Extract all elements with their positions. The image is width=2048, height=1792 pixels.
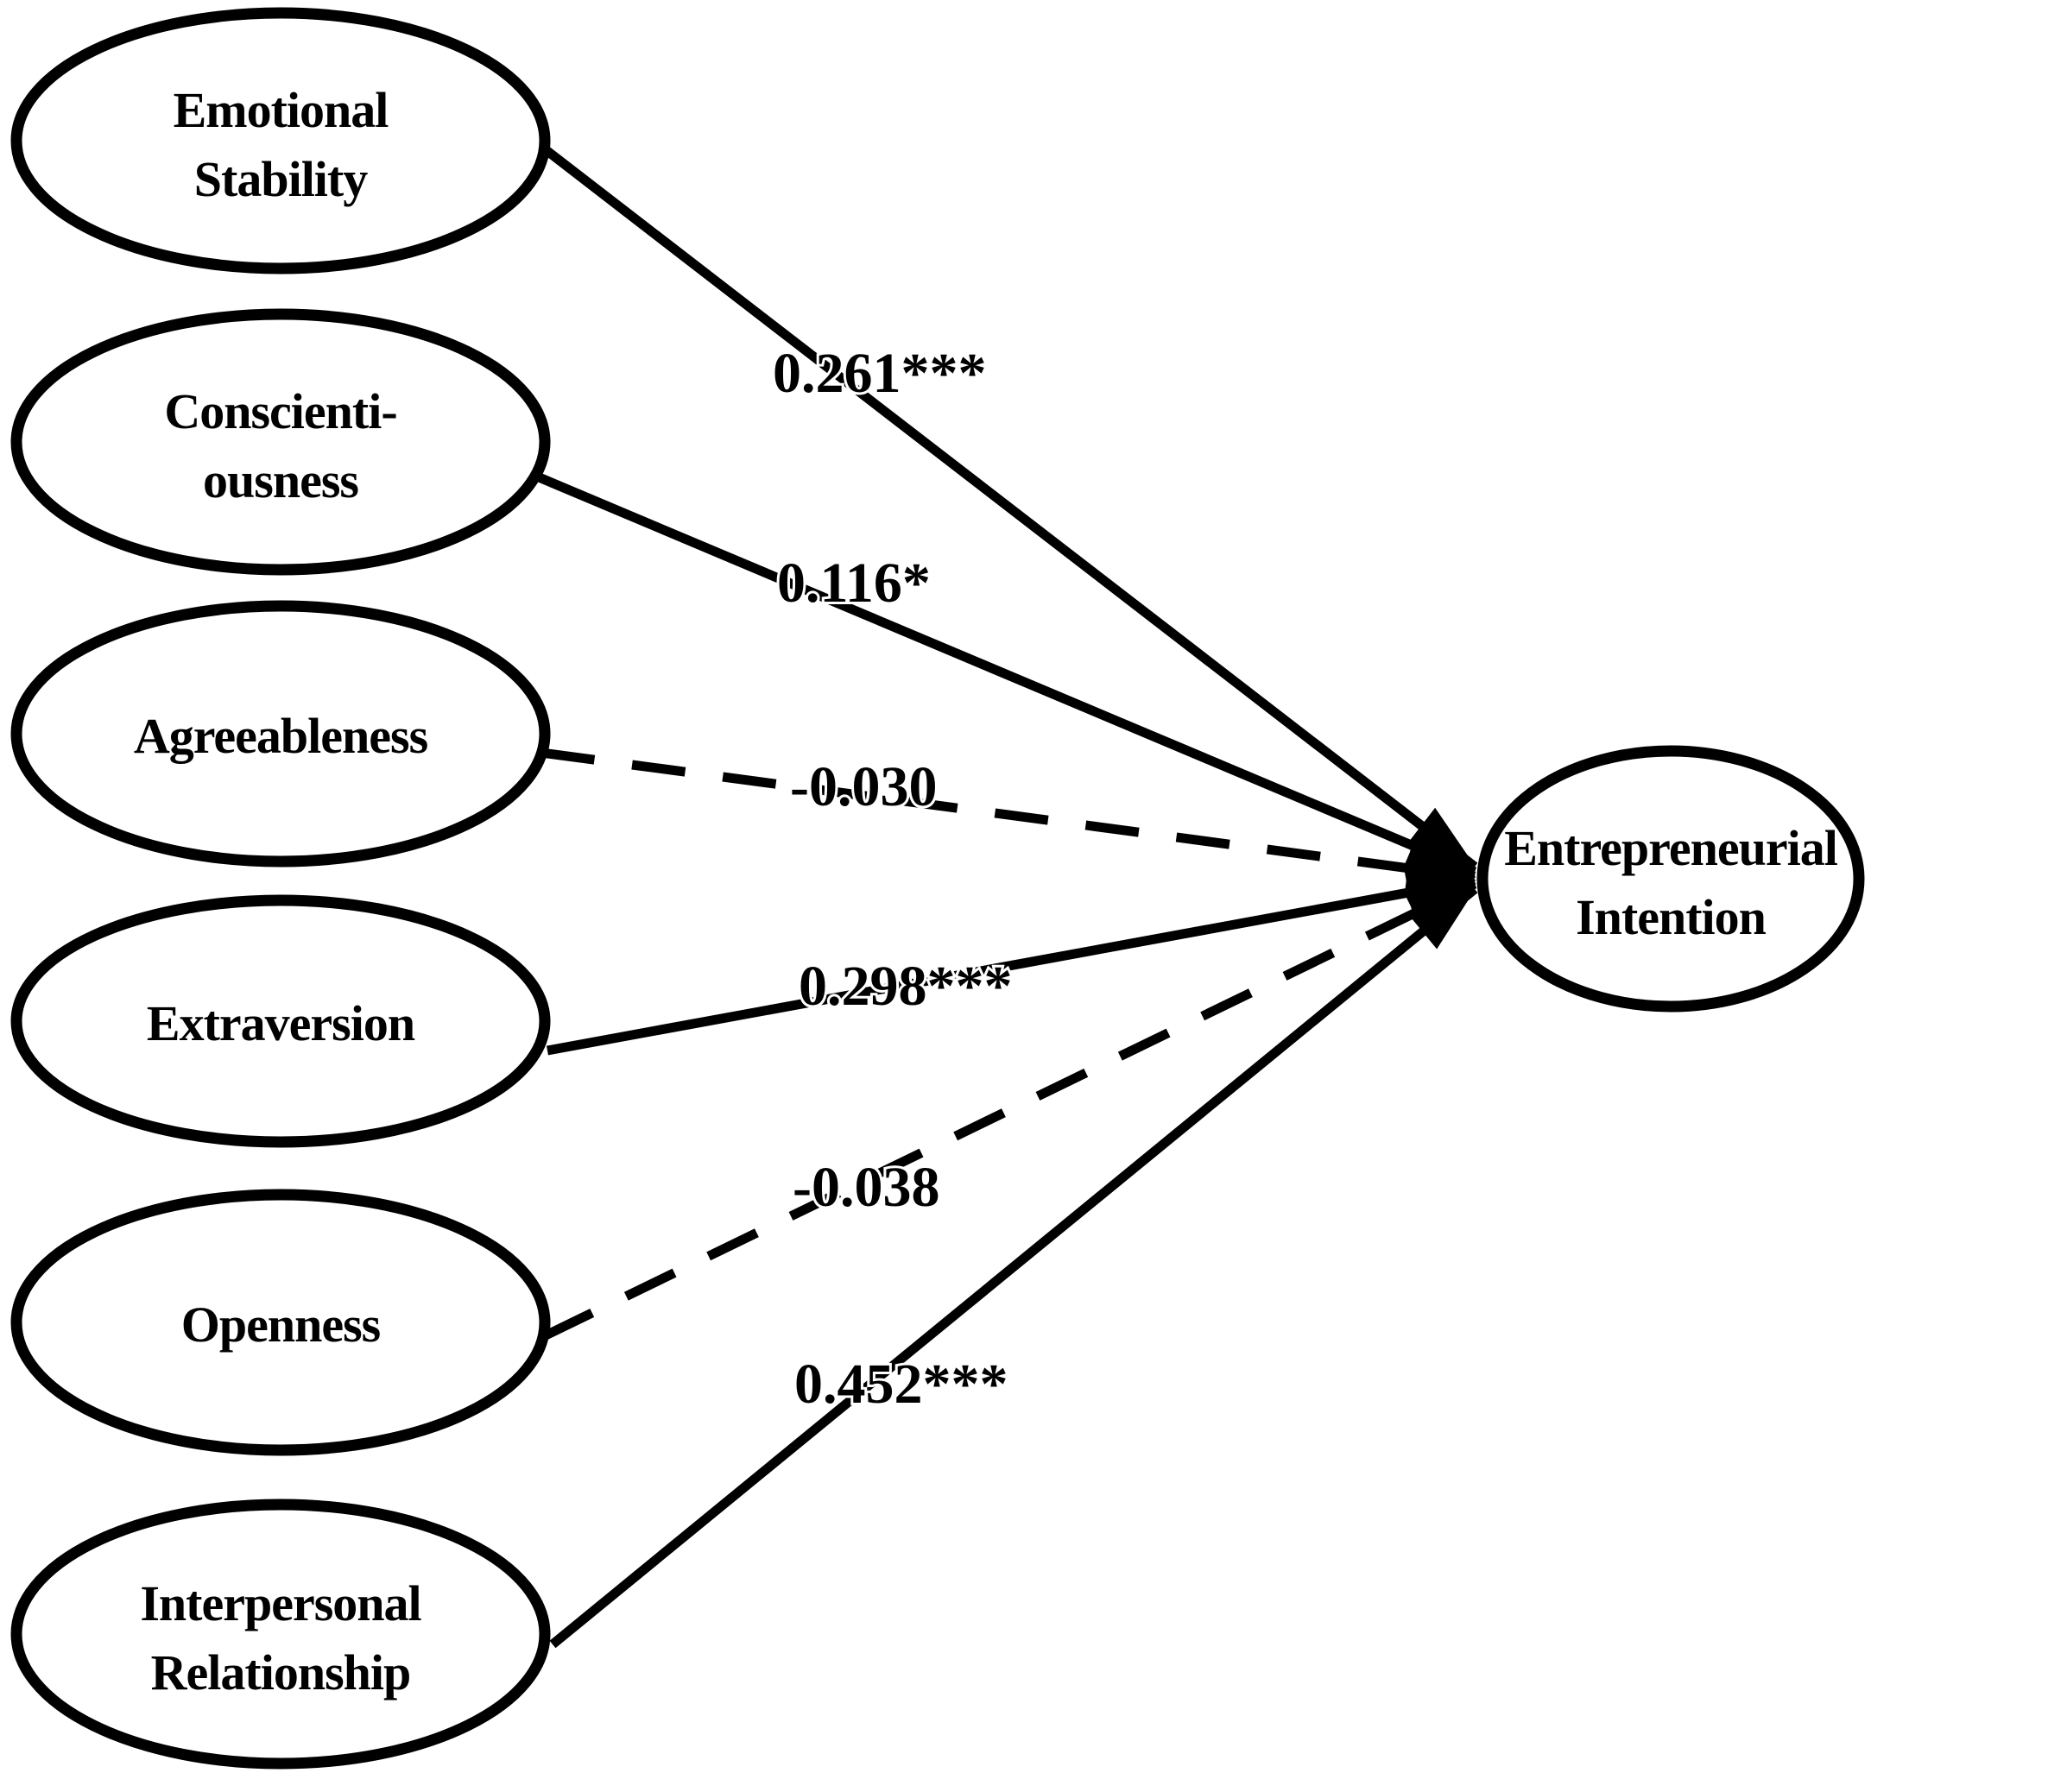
label-line: Entrepreneurial	[1504, 820, 1838, 876]
path-agreeableness-to-intention	[540, 748, 1476, 891]
label-line: Intention	[1576, 889, 1767, 945]
coefficient-interpersonal-relationship: 0.452***	[794, 1353, 1008, 1416]
label-extraversion: Extraversion	[147, 995, 415, 1051]
node-entrepreneurial-intention	[1476, 745, 1865, 1013]
coefficient-agreeableness: -0.030	[790, 755, 937, 818]
node-emotional-stability	[10, 7, 551, 274]
coefficient-extraversion: 0.298***	[799, 955, 1013, 1018]
node-conscientiousness	[10, 308, 551, 576]
label-conscientiousness: Conscienti-ousness	[164, 383, 396, 508]
label-agreeableness: Agreeableness	[134, 708, 428, 764]
label-line: Emotional	[174, 82, 389, 138]
coefficient-emotional-stability: 0.261***	[773, 342, 987, 405]
label-line: Agreeableness	[134, 708, 428, 764]
node-interpersonal-relationship	[10, 1499, 551, 1770]
node-agreeableness	[10, 600, 551, 868]
path-conscientiousness-to-intention	[534, 471, 1477, 877]
label-line: Interpersonal	[140, 1575, 421, 1631]
path-openness-to-intention	[541, 880, 1477, 1341]
node-openness	[10, 1189, 551, 1456]
path-interpersonal-relationship-to-intention	[549, 885, 1478, 1649]
label-line: Conscienti-	[164, 383, 396, 439]
label-line: Stability	[194, 151, 368, 207]
coefficient-openness: -0.038	[793, 1156, 939, 1219]
path-extraversion-to-intention	[547, 870, 1476, 1056]
coefficient-conscientiousness: 0.116*	[777, 552, 931, 615]
label-line: Extraversion	[147, 995, 415, 1051]
label-line: Openness	[181, 1297, 381, 1353]
node-extraversion	[10, 894, 551, 1148]
path-emotional-stability-to-intention	[540, 144, 1478, 871]
label-openness: Openness	[181, 1297, 381, 1353]
label-line: ousness	[203, 452, 358, 508]
label-line: Relationship	[151, 1644, 411, 1701]
